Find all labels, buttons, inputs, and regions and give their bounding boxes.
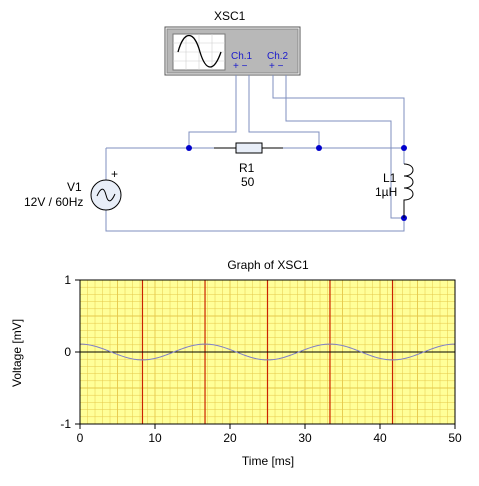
graph-ylabel: Voltage [mV] [10, 319, 24, 387]
wires [105, 75, 405, 232]
inductor-l1[interactable] [403, 163, 414, 218]
wire-bottom-loop [105, 148, 405, 232]
x-tick-label: 40 [373, 431, 387, 445]
x-tick-label: 50 [448, 431, 462, 445]
scope-ch1-polarity: + − [233, 61, 248, 72]
inductor-name: L1 [383, 171, 397, 185]
graph-xlabel: Time [ms] [242, 454, 294, 468]
scope-ch2-polarity: + − [269, 61, 284, 72]
source-plus: + [111, 167, 118, 181]
resistor-value: 50 [241, 175, 255, 189]
circuit-schematic: XSC1 Ch.1 + − Ch.2 + − [24, 9, 414, 232]
inductor-value: 1µH [375, 185, 397, 199]
wire-ch1-plus [188, 75, 237, 148]
ac-voltage-source-v1[interactable] [90, 179, 122, 211]
oscilloscope-xsc1[interactable]: Ch.1 + − Ch.2 + − [164, 26, 301, 76]
wire-ch1-minus [248, 75, 320, 148]
x-tick-label: 20 [223, 431, 237, 445]
source-name: V1 [67, 180, 82, 194]
node-left [186, 145, 192, 151]
resistor-r1[interactable] [214, 142, 283, 154]
y-tick-label: -1 [60, 417, 71, 431]
graph-title: Graph of XSC1 [227, 258, 309, 272]
resistor-name: R1 [239, 161, 255, 175]
x-tick-label: 30 [298, 431, 312, 445]
scope-sine-icon [177, 34, 222, 68]
x-tick-label: 10 [148, 431, 162, 445]
ac-sine-icon [96, 188, 116, 202]
node-right [316, 145, 322, 151]
y-tick-label: 0 [64, 345, 71, 359]
scope-title: XSC1 [214, 9, 246, 23]
x-tick-label: 0 [77, 431, 84, 445]
y-tick-label: 1 [64, 273, 71, 287]
wire-ch2-plus [272, 75, 405, 148]
series-trace [79, 343, 456, 361]
junction-nodes [186, 145, 407, 221]
scope-ch1-label: Ch.1 [231, 51, 253, 62]
source-value: 12V / 60Hz [24, 195, 83, 209]
scope-ch2-label: Ch.2 [267, 51, 289, 62]
wire-ch2-minus [285, 75, 404, 219]
node-inductor-top [401, 145, 407, 151]
